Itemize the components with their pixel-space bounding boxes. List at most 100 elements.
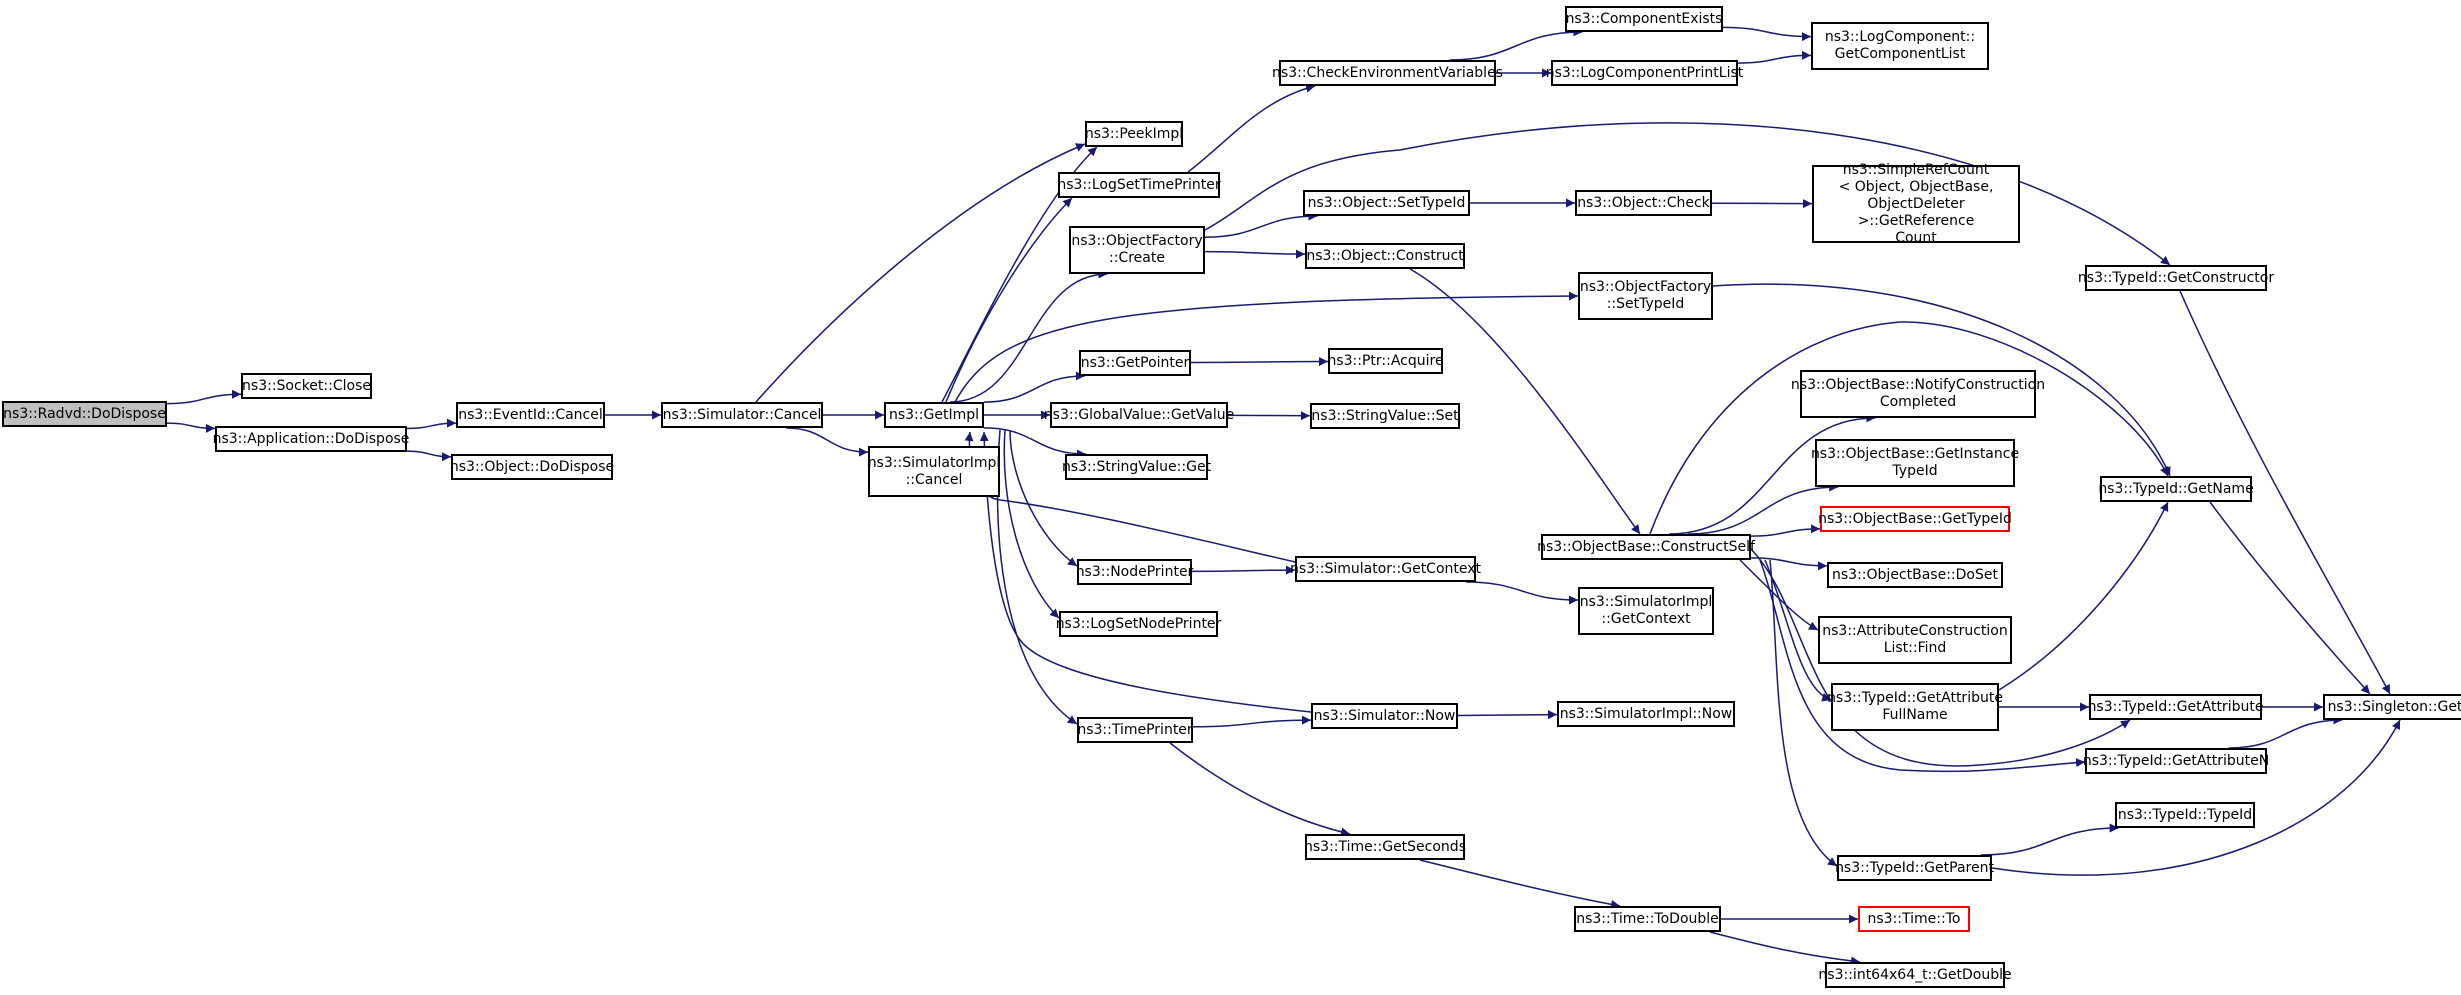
node-eventid-cancel[interactable]: ns3::EventId::Cancel [456,402,605,428]
edge-sim_getcontext-to-simimpl_getcontext [1466,581,1579,605]
node-typeid-getname[interactable]: ns3::TypeId::GetName [2098,476,2254,502]
edge-object_construct-to-objectbase_constructself [1409,268,1641,535]
node-simimpl-now[interactable]: ns3::SimulatorImpl::Now [1557,701,1735,727]
node-socket-close[interactable]: ns3::Socket::Close [241,373,372,399]
edge-typeid_getattributefullname-to-typeid_getname [1998,501,2169,691]
node-notifyconstruction[interactable]: ns3::ObjectBase::NotifyConstruction Comp… [1791,370,2045,418]
node-radvd: ns3::Radvd::DoDispose [2,401,167,427]
edge-objfactory_create-to-object_settypeid [1204,211,1318,238]
node-object-construct[interactable]: ns3::Object::Construct [1305,243,1465,269]
node-singleton-get[interactable]: ns3::Singleton::Get [2323,694,2461,720]
edge-typeid_getconstructor-to-singleton_get [2179,290,2391,695]
node-time-todouble[interactable]: ns3::Time::ToDouble [1574,906,1721,932]
edge-objectbase_constructself-to-objectbase_gettypeid [1750,524,1821,537]
node-objectbase-doset[interactable]: ns3::ObjectBase::DoSet [1827,562,2003,588]
node-object-check[interactable]: ns3::Object::Check [1575,190,1712,216]
edge-getimpl-to-peekimpl [941,146,1098,403]
node-timeprinter[interactable]: ns3::TimePrinter [1077,717,1193,743]
edge-getimpl-to-objfactory_create [949,269,1108,403]
node-simplerefcount[interactable]: ns3::SimpleRefCount < Object, ObjectBase… [1812,162,2020,246]
edge-radvd-to-app_dodispose [166,422,216,433]
edge-timeprinter-to-time_getseconds [1169,742,1351,837]
node-logcomponentprintlist[interactable]: ns3::LogComponentPrintList [1546,60,1743,86]
node-typeid-getattributen[interactable]: ns3::TypeId::GetAttributeN [2083,748,2269,774]
edge-componentexists-to-logcomponent_getlist [1722,26,1812,42]
node-object-settypeid[interactable]: ns3::Object::SetTypeId [1303,190,1470,216]
node-objfactory-settypeid[interactable]: ns3::ObjectFactory ::SetTypeId [1578,272,1713,320]
edge-objectbase_constructself-to-notifyconstruction [1669,413,1876,535]
edge-objectbase_constructself-to-typeid_getname [1649,321,2169,535]
node-objectbase-constructself[interactable]: ns3::ObjectBase::ConstructSelf [1537,534,1755,560]
edge-getimpl-to-logsetnodeprinter [1003,429,1060,619]
edge-getimpl-to-logsettimeprinter [945,197,1073,403]
node-checkenv[interactable]: ns3::CheckEnvironmentVariables [1272,60,1503,86]
edge-objfactory_create-to-object_construct [1204,249,1306,259]
edge-objfactory_create-to-typeid_getconstructor [1204,122,2171,266]
edge-sim_getcontext-to-getimpl [964,431,1296,563]
node-logcomponent-getlist[interactable]: ns3::LogComponent:: GetComponentList [1811,22,1989,70]
edge-logsettimeprinter-to-checkenv [1187,83,1316,173]
node-peekimpl[interactable]: ns3::PeekImpl [1085,121,1183,147]
node-app-dodispose[interactable]: ns3::Application::DoDispose [213,426,409,452]
node-simimpl-getcontext[interactable]: ns3::SimulatorImpl ::GetContext [1578,587,1714,635]
edge-typeid_getattributen-to-singleton_get [2228,715,2343,749]
edge-checkenv-to-componentexists [1449,27,1583,61]
node-attrconstruction-find[interactable]: ns3::AttributeConstruction List::Find [1818,616,2012,664]
node-objectbase-gettypeid[interactable]: ns3::ObjectBase::GetTypeId [1818,506,2012,532]
node-simimpl-cancel[interactable]: ns3::SimulatorImpl ::Cancel [868,446,1000,497]
edge-typeid_getparent-to-singleton_get [1991,719,2401,876]
edge-timeprinter-to-sim_now [1192,715,1312,728]
node-time-to[interactable]: ns3::Time::To [1858,906,1970,932]
edge-sim_now-to-simimpl_now [1457,710,1558,720]
edge-getimpl-to-stringvalue_get [983,427,1086,459]
edge-app_dodispose-to-object_dodispose [406,450,452,462]
edge-app_dodispose-to-eventid_cancel [406,418,457,430]
node-componentexists[interactable]: ns3::ComponentExists [1565,6,1723,32]
node-typeid-getattributefullname[interactable]: ns3::TypeId::GetAttribute FullName [1827,683,2003,731]
node-getpointer[interactable]: ns3::GetPointer [1079,350,1191,376]
node-typeid-getattribute[interactable]: ns3::TypeId::GetAttribute [2088,694,2263,720]
edge-objectbase_constructself-to-typeid_getattributen [1759,559,2086,773]
edge-typeid_getparent-to-typeid_typeid [1980,823,2119,856]
node-object-dodispose[interactable]: ns3::Object::DoDispose [450,454,614,480]
edge-time_todouble-to-int64_getdouble [1709,931,1861,966]
edge-typeid_getname-to-singleton_get [2209,501,2371,695]
node-globalvalue-getvalue[interactable]: ns3::GlobalValue::GetValue [1044,402,1234,428]
node-typeid-typeid[interactable]: ns3::TypeId::TypeId [2115,802,2255,828]
node-stringvalue-set[interactable]: ns3::StringValue::Set [1310,403,1460,429]
edge-getimpl-to-objfactory_settypeid [954,291,1579,403]
edge-objectbase_constructself-to-objectbase_doset [1750,557,1828,571]
node-logsetnodeprinter[interactable]: ns3::LogSetNodePrinter [1056,611,1221,637]
node-time-getseconds[interactable]: ns3::Time::GetSeconds [1304,834,1466,860]
node-sim-cancel[interactable]: ns3::Simulator::Cancel [661,402,823,428]
node-getinstancetypeid[interactable]: ns3::ObjectBase::GetInstance TypeId [1811,439,2019,487]
node-ptr-acquire[interactable]: ns3::Ptr::Acquire [1327,348,1444,374]
edge-objectbase_constructself-to-attrconstruction_find [1739,559,1819,631]
edge-sim_cancel-to-peekimpl [755,143,1086,403]
node-stringvalue-get[interactable]: ns3::StringValue::Get [1062,454,1211,480]
edge-objectbase_constructself-to-getinstancetypeid [1687,482,1839,535]
node-nodeprinter[interactable]: ns3::NodePrinter [1076,559,1193,585]
edge-getimpl-to-getpointer [983,371,1085,403]
node-int64-getdouble[interactable]: ns3::int64x64_t::GetDouble [1818,962,2012,988]
edge-objectbase_constructself-to-typeid_getparent [1769,559,1838,867]
edge-nodeprinter-to-sim_getcontext [1191,565,1296,575]
node-sim-now[interactable]: ns3::Simulator::Now [1311,703,1458,729]
edge-logcomponentprintlist-to-logcomponent_getlist [1737,50,1812,64]
edge-objectbase_constructself-to-typeid_getattributefullname [1764,559,1832,702]
edge-getpointer-to-ptr_acquire [1190,356,1329,366]
node-typeid-getconstructor[interactable]: ns3::TypeId::GetConstructor [2078,265,2274,291]
edge-getimpl-to-nodeprinter [1009,429,1078,567]
edge-radvd-to-socket_close [166,389,242,405]
node-sim-getcontext[interactable]: ns3::Simulator::GetContext [1290,556,1481,582]
edge-objfactory_settypeid-to-typeid_getname [1712,283,2171,477]
node-objfactory-create[interactable]: ns3::ObjectFactory ::Create [1069,226,1205,274]
node-logsettimeprinter[interactable]: ns3::LogSetTimePrinter [1057,172,1221,198]
edge-sim_cancel-to-simimpl_cancel [786,427,869,457]
node-getimpl[interactable]: ns3::GetImpl [884,402,984,428]
node-typeid-getparent[interactable]: ns3::TypeId::GetParent [1835,855,1994,881]
edge-objectbase_constructself-to-typeid_getattribute [1749,547,2131,767]
edge-time_getseconds-to-time_todouble [1419,859,1621,909]
